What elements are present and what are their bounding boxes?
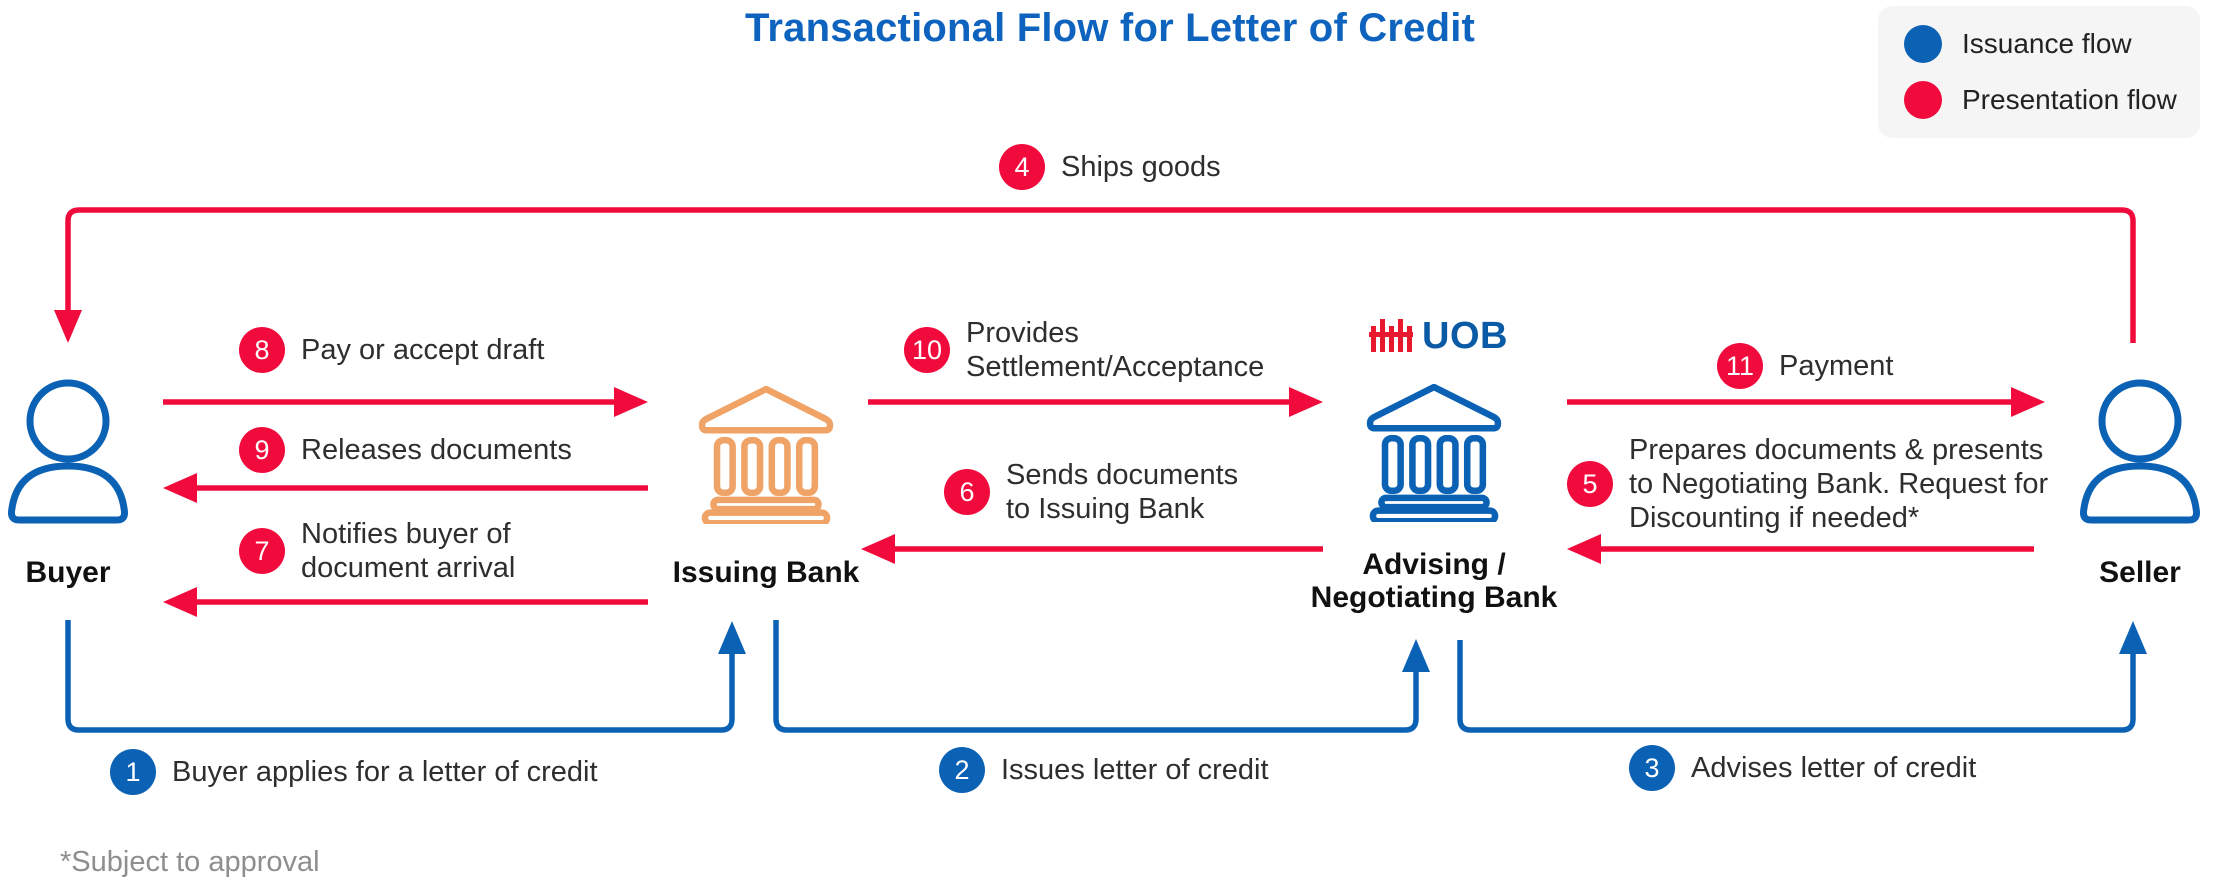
step-8-pay-or-accept-draft: 8 Pay or accept draft: [239, 327, 544, 373]
arrow-10-head-icon: [1289, 387, 1323, 417]
buyer-label: Buyer: [25, 556, 111, 589]
step-10-text: Provides Settlement/Acceptance: [966, 317, 1265, 383]
arrow-5-head-icon: [1567, 534, 1601, 564]
uob-wordmark: UOB: [1422, 314, 1508, 357]
step-1-badge: 1: [110, 749, 156, 795]
presentation-flow-dot-icon: [1904, 81, 1942, 119]
step-1-buyer-applies: 1 Buyer applies for a letter of credit: [110, 749, 598, 795]
seller-person-icon: [2079, 379, 2201, 524]
advising-bank-label-line2: Negotiating Bank: [1310, 581, 1558, 614]
step-8-badge: 8: [239, 327, 285, 373]
step-11-text: Payment: [1779, 350, 1894, 382]
bracket-2-arrowhead-icon: [1402, 639, 1430, 672]
legend-label: Issuance flow: [1962, 28, 2132, 59]
step-2-badge: 2: [939, 747, 985, 793]
step-4-badge: 4: [999, 144, 1045, 190]
buyer-person-icon: [7, 379, 129, 524]
step-7-notifies-buyer: 7 Notifies buyer of document arrival: [239, 517, 541, 585]
ships-goods-line: [65, 207, 2136, 343]
uob-symbol-icon: [1369, 319, 1413, 352]
uob-logo: UOB: [1369, 314, 1508, 358]
legend-label: Presentation flow: [1962, 84, 2177, 115]
step-11-badge: 11: [1717, 343, 1763, 389]
bracket-3-line: [1457, 640, 2136, 733]
arrow-11-head-icon: [2011, 387, 2045, 417]
issuing-bank-label: Issuing Bank: [672, 556, 860, 589]
step-4-text: Ships goods: [1061, 151, 1221, 183]
issuing-bank-icon: [698, 385, 834, 524]
step-2-issues-loc: 2 Issues letter of credit: [939, 747, 1269, 793]
step-5-badge: 5: [1567, 461, 1613, 507]
step-10-provides-settlement: 10 Provides Settlement/Acceptance: [904, 316, 1296, 384]
step-5-text: Prepares documents & presents to Negotia…: [1629, 434, 2049, 534]
step-9-text: Releases documents: [301, 434, 572, 466]
step-3-badge: 3: [1629, 745, 1675, 791]
step-4-ships-goods: 4 Ships goods: [999, 144, 1221, 190]
issuance-flow-dot-icon: [1904, 25, 1942, 63]
step-7-badge: 7: [239, 528, 285, 574]
step-6-text: Sends documents to Issuing Bank: [1006, 459, 1239, 525]
arrow-8-head-icon: [614, 387, 648, 417]
step-3-text: Advises letter of credit: [1691, 752, 1977, 784]
step-2-text: Issues letter of credit: [1001, 754, 1269, 786]
arrow-6-head-icon: [861, 534, 895, 564]
step-8-text: Pay or accept draft: [301, 334, 545, 366]
arrow-9-head-icon: [163, 473, 197, 503]
page-title: Transactional Flow for Letter of Credit: [744, 6, 1476, 50]
step-9-releases-documents: 9 Releases documents: [239, 427, 572, 473]
advising-bank-label: Advising / Negotiating Bank: [1274, 548, 1594, 614]
step-5-prepares-documents: 5 Prepares documents & presents to Negot…: [1567, 433, 2059, 535]
step-6-sends-documents: 6 Sends documents to Issuing Bank: [944, 458, 1241, 526]
step-10-badge: 10: [904, 327, 950, 373]
bracket-3-arrowhead-icon: [2119, 621, 2147, 654]
bracket-2-line: [773, 620, 1419, 733]
step-11-payment: 11 Payment: [1717, 343, 1893, 389]
step-7-text: Notifies buyer of document arrival: [301, 518, 516, 584]
arrow-7-head-icon: [163, 587, 197, 617]
advising-bank-label-line1: Advising /: [1362, 548, 1506, 581]
seller-label: Seller: [2099, 556, 2181, 589]
legend: Issuance flow Presentation flow: [1878, 6, 2200, 138]
legend-item-issuance: Issuance flow: [1878, 25, 2200, 63]
step-1-text: Buyer applies for a letter of credit: [172, 756, 598, 788]
legend-item-presentation: Presentation flow: [1878, 81, 2200, 119]
footnote: *Subject to approval: [60, 846, 320, 878]
bracket-1-line: [65, 620, 735, 733]
step-6-badge: 6: [944, 469, 990, 515]
advising-bank-icon: [1366, 383, 1502, 522]
ships-goods-arrowhead-icon: [54, 310, 82, 343]
step-3-advises-loc: 3 Advises letter of credit: [1629, 745, 1976, 791]
step-9-badge: 9: [239, 427, 285, 473]
bracket-1-arrowhead-icon: [718, 621, 746, 654]
